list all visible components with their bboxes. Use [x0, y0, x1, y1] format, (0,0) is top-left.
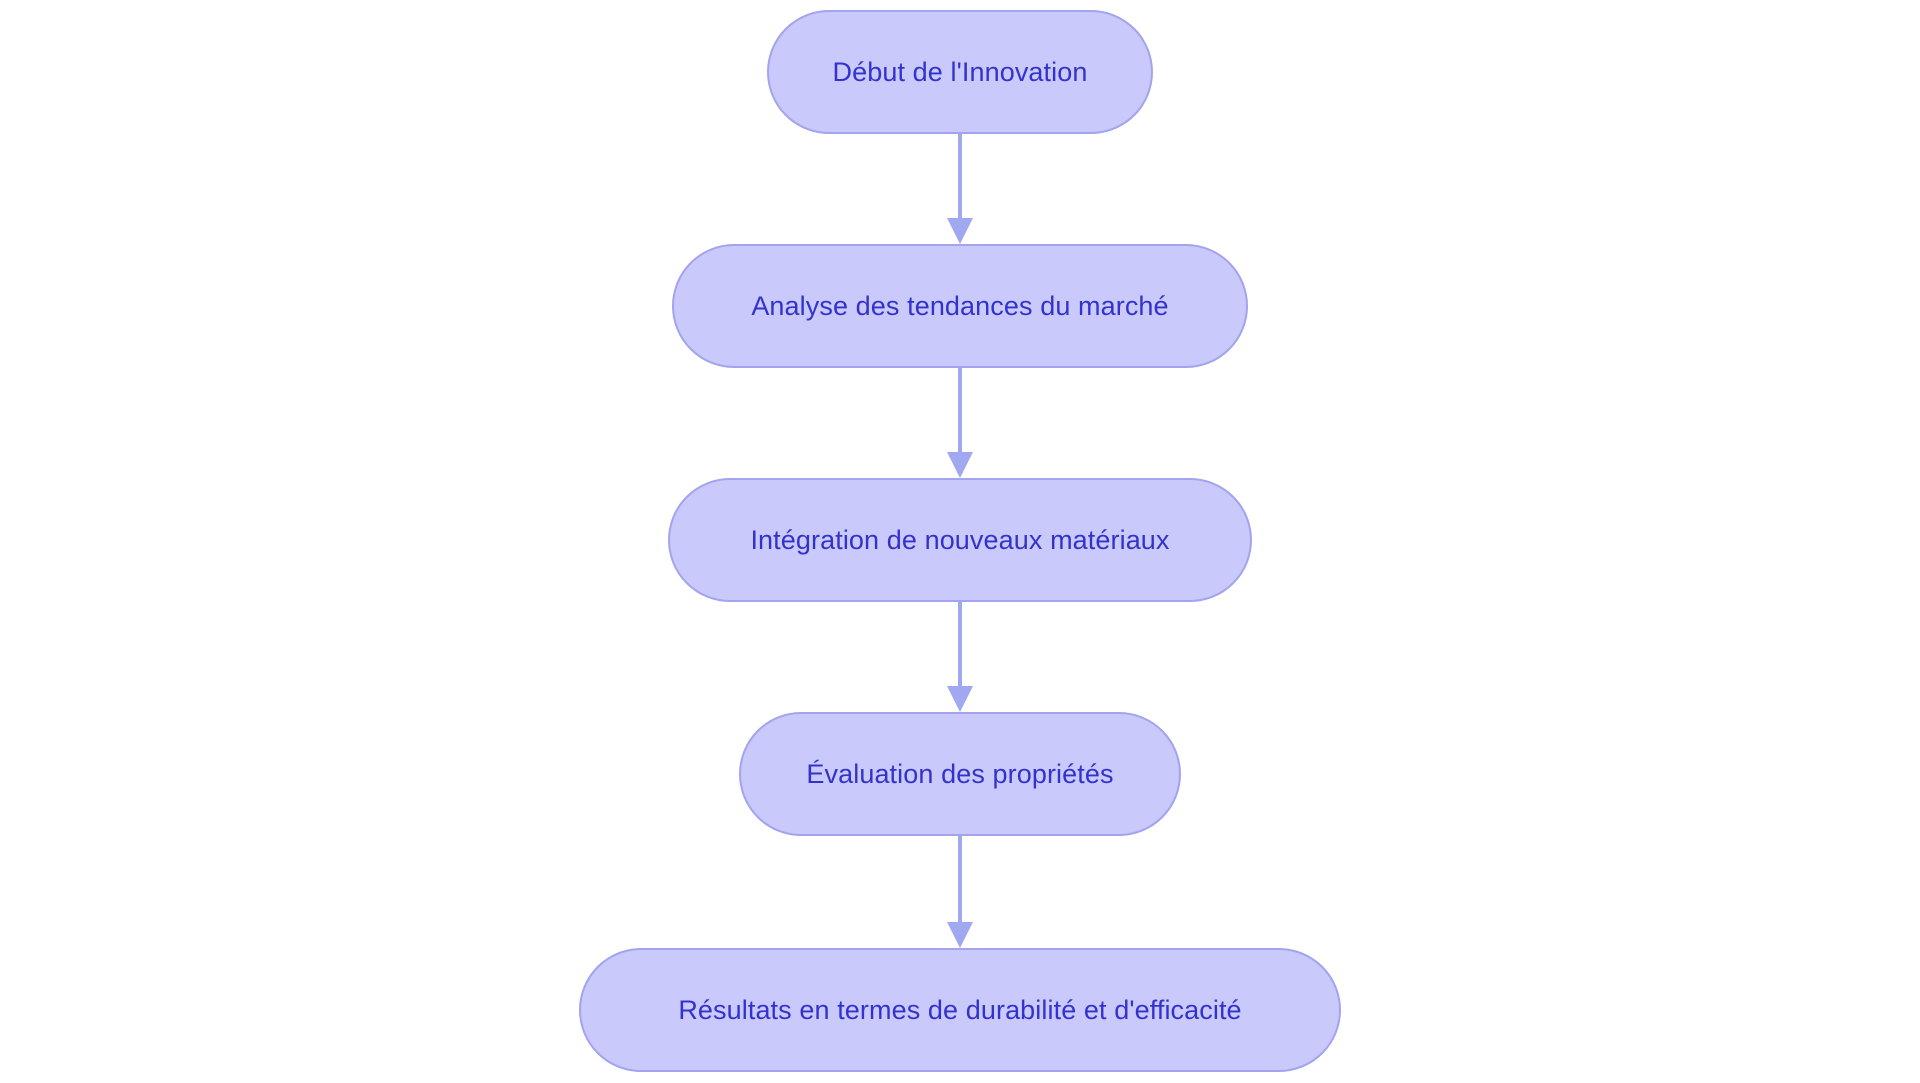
flow-node-analyse-tendances-marche[interactable]: Analyse des tendances du marché — [672, 244, 1248, 368]
flow-node-resultats-durabilite-efficacite[interactable]: Résultats en termes de durabilité et d'e… — [579, 948, 1341, 1072]
arrowhead-down-icon — [947, 218, 973, 244]
connector-line — [958, 134, 962, 219]
flow-node-evaluation-proprietes[interactable]: Évaluation des propriétés — [739, 712, 1181, 836]
flow-connector-n1-n2 — [945, 134, 975, 244]
flow-connector-n2-n3 — [945, 368, 975, 478]
flow-node-label: Début de l'Innovation — [832, 56, 1088, 87]
connector-line — [958, 602, 962, 687]
flow-node-label: Analyse des tendances du marché — [751, 290, 1169, 321]
flow-node-integration-nouveaux-materiaux[interactable]: Intégration de nouveaux matériaux — [668, 478, 1252, 602]
flow-node-debut-innovation[interactable]: Début de l'Innovation — [767, 10, 1153, 134]
arrowhead-down-icon — [947, 686, 973, 712]
connector-line — [958, 368, 962, 453]
flow-node-label: Évaluation des propriétés — [806, 758, 1114, 789]
flow-connector-n3-n4 — [945, 602, 975, 712]
flow-node-label: Intégration de nouveaux matériaux — [750, 524, 1170, 555]
connector-line — [958, 836, 962, 923]
flow-connector-n4-n5 — [945, 836, 975, 948]
arrowhead-down-icon — [947, 922, 973, 948]
flow-node-label: Résultats en termes de durabilité et d'e… — [678, 994, 1242, 1025]
arrowhead-down-icon — [947, 452, 973, 478]
top-spacer — [960, 0, 961, 10]
